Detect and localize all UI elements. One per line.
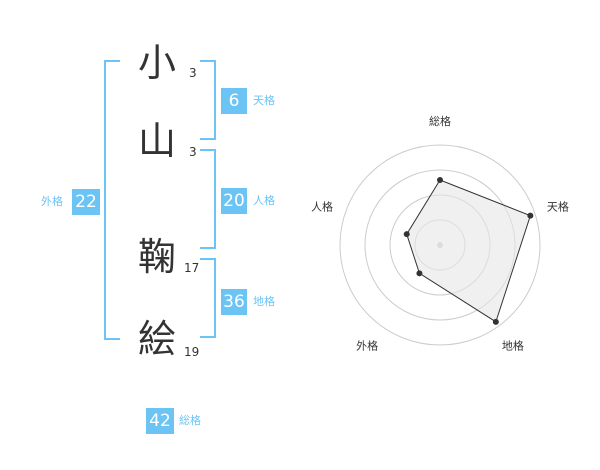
jinkaku-value: 20 (221, 188, 247, 214)
jinkaku-bracket (200, 149, 216, 249)
radar-point (492, 318, 499, 325)
char-1-strokes: 3 (189, 66, 197, 80)
char-3-strokes: 17 (184, 261, 200, 275)
radar-point (416, 270, 423, 277)
radar-axis-label: 地格 (502, 338, 524, 352)
char-3: 鞠 (137, 235, 176, 279)
char-4-strokes: 19 (184, 345, 200, 359)
radar-polygon (406, 179, 531, 323)
gaikaku-bracket (104, 60, 120, 340)
soukaku-label: 総格 (179, 414, 201, 427)
jinkaku-label: 人格 (253, 194, 275, 207)
char-1: 小 (137, 41, 176, 85)
radar-axis-label: 外格 (356, 338, 378, 352)
tenkaku-value: 6 (221, 88, 247, 114)
gaikaku-label: 外格 (41, 195, 63, 208)
radar-axis-label: 人格 (311, 200, 333, 214)
char-2: 山 (137, 119, 176, 163)
radar-axis-label: 総格 (429, 114, 451, 128)
char-2-strokes: 3 (189, 145, 197, 159)
chikaku-bracket (200, 258, 216, 338)
tenkaku-label: 天格 (253, 94, 275, 107)
radar-point (403, 231, 410, 238)
gaikaku-value: 22 (72, 189, 100, 215)
radar-point (527, 212, 534, 219)
soukaku-value: 42 (146, 408, 174, 434)
char-4: 絵 (137, 317, 176, 361)
chikaku-value: 36 (221, 289, 247, 315)
radar-ring (339, 144, 541, 346)
radar-point (437, 177, 443, 183)
radar-axis-label: 天格 (547, 200, 569, 214)
chikaku-label: 地格 (253, 295, 275, 308)
tenkaku-bracket (200, 60, 216, 140)
